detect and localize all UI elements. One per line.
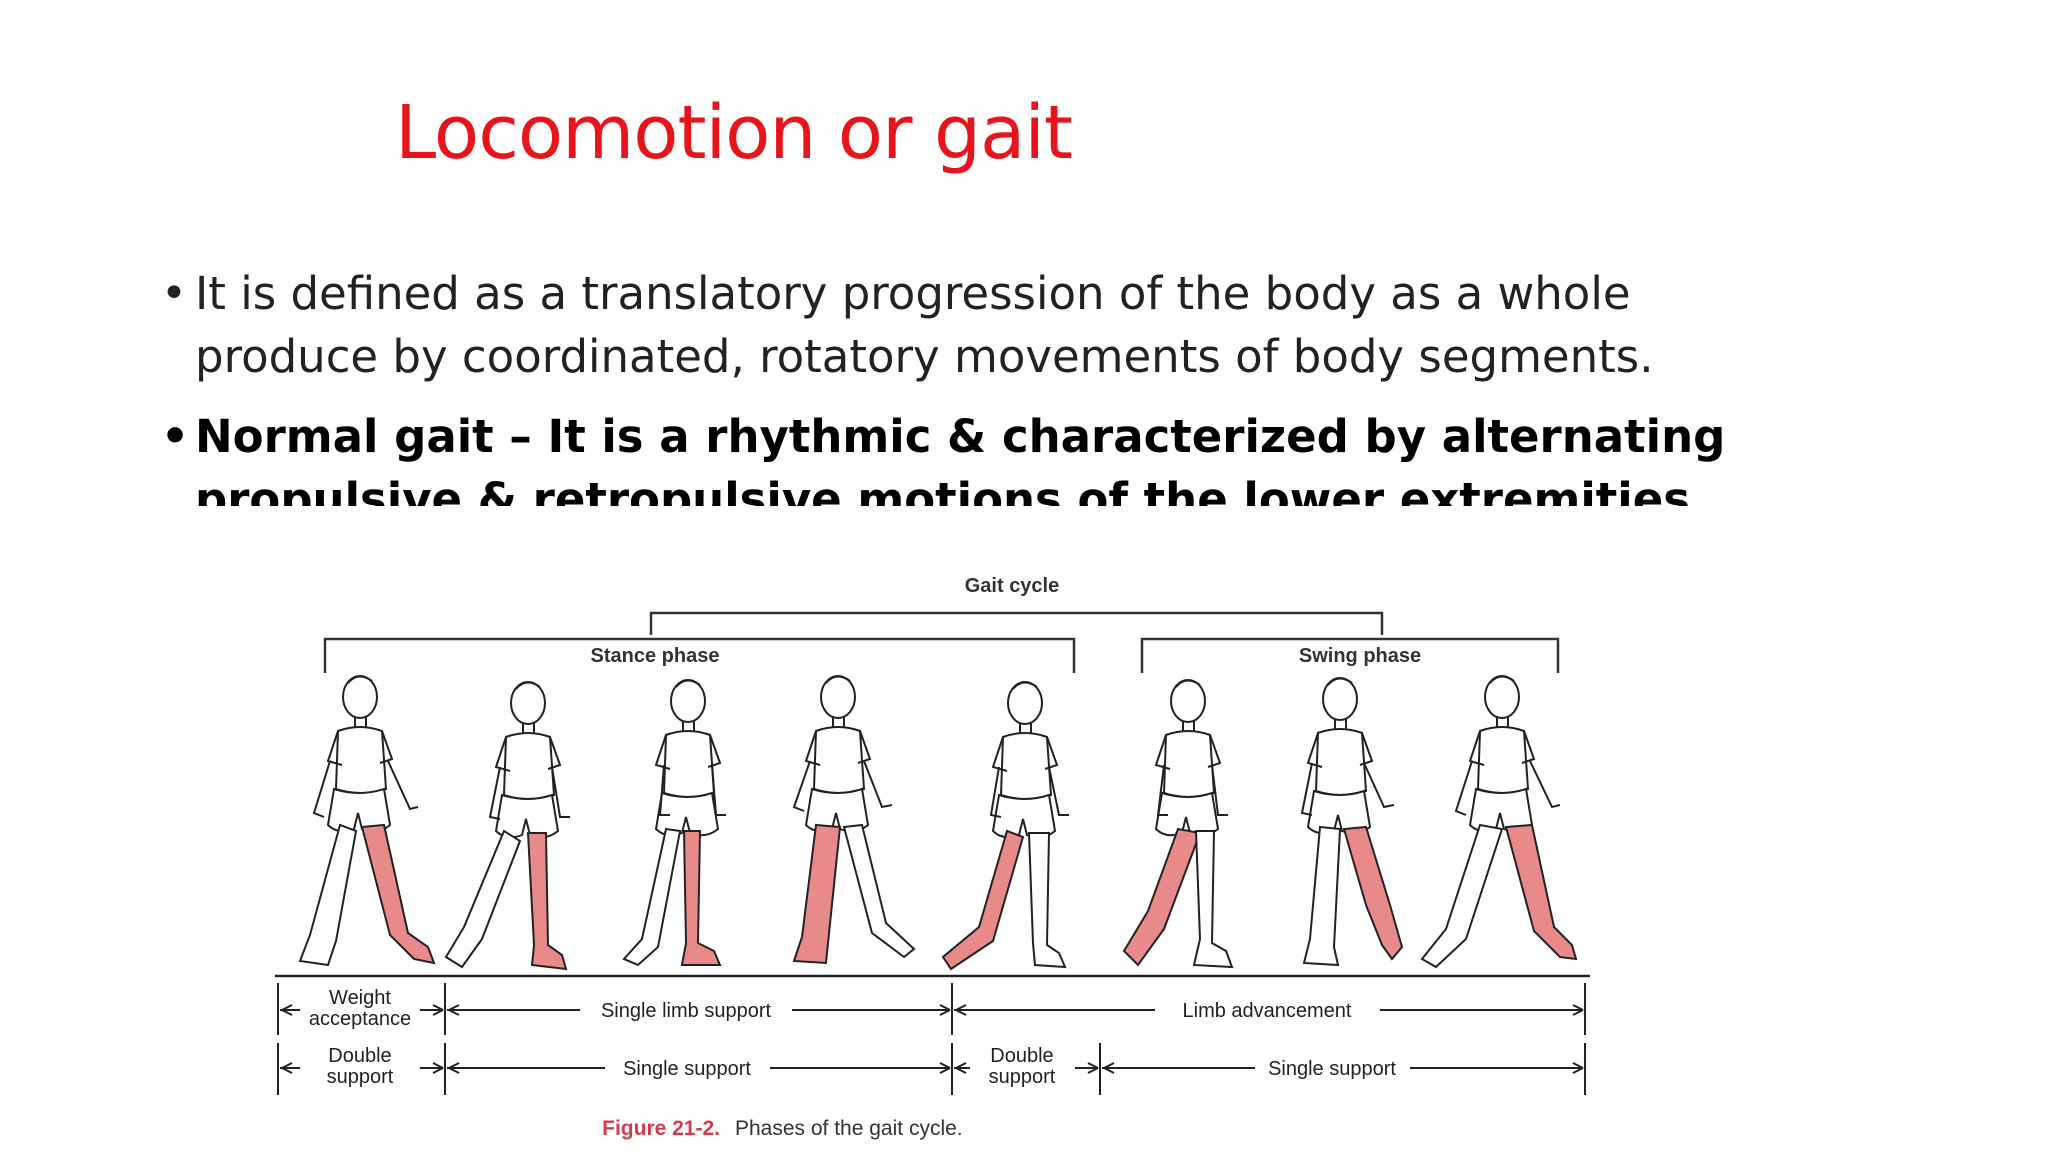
figure-caption-text: Phases of the gait cycle. — [735, 1117, 963, 1140]
walking-figure — [622, 679, 726, 967]
single-support-label-2: Single support — [1268, 1058, 1396, 1080]
double-support-label-2b: support — [989, 1066, 1056, 1088]
walking-figure — [1122, 679, 1234, 969]
walking-figure — [941, 681, 1069, 971]
bullet-dot-icon: • — [161, 268, 187, 319]
double-support-label-1a: Double — [328, 1045, 391, 1067]
slide-title: Locomotion or gait — [395, 90, 1073, 176]
weight-acceptance-label-2: acceptance — [309, 1008, 411, 1030]
bullet-dot-icon: • — [161, 411, 190, 462]
figure-caption-number: Figure 21-2. — [602, 1117, 720, 1140]
stance-phase-label: Stance phase — [591, 645, 720, 667]
walking-figure — [1300, 677, 1404, 967]
gait-cycle-label: Gait cycle — [965, 575, 1060, 597]
swing-phase-label: Swing phase — [1299, 645, 1421, 667]
bullet-item: • Normal gait – It is a rhythmic & chara… — [155, 405, 1765, 506]
single-limb-support-label: Single limb support — [601, 1000, 772, 1022]
walking-figure — [298, 675, 436, 967]
walking-figure — [444, 681, 570, 971]
limb-advancement-label: Limb advancement — [1183, 1000, 1352, 1022]
walking-figure — [792, 675, 916, 965]
double-support-label-1b: support — [327, 1066, 394, 1088]
bullet-text: Normal gait – It is a rhythmic & charact… — [195, 410, 1726, 506]
bullet-list: • It is defined as a translatory progres… — [155, 262, 1765, 506]
double-support-label-2a: Double — [990, 1045, 1053, 1067]
single-support-label-1: Single support — [623, 1058, 751, 1080]
gait-cycle-diagram: Gait cycle Stance phase Swing phase — [275, 575, 1590, 1140]
gait-cycle-figure: Gait cycle Stance phase Swing phase — [270, 555, 1600, 1155]
bullet-item: • It is defined as a translatory progres… — [155, 262, 1765, 388]
weight-acceptance-label-1: Weight — [329, 987, 391, 1009]
bullet-text: It is defined as a translatory progressi… — [195, 267, 1654, 383]
walking-figure — [1420, 675, 1578, 969]
